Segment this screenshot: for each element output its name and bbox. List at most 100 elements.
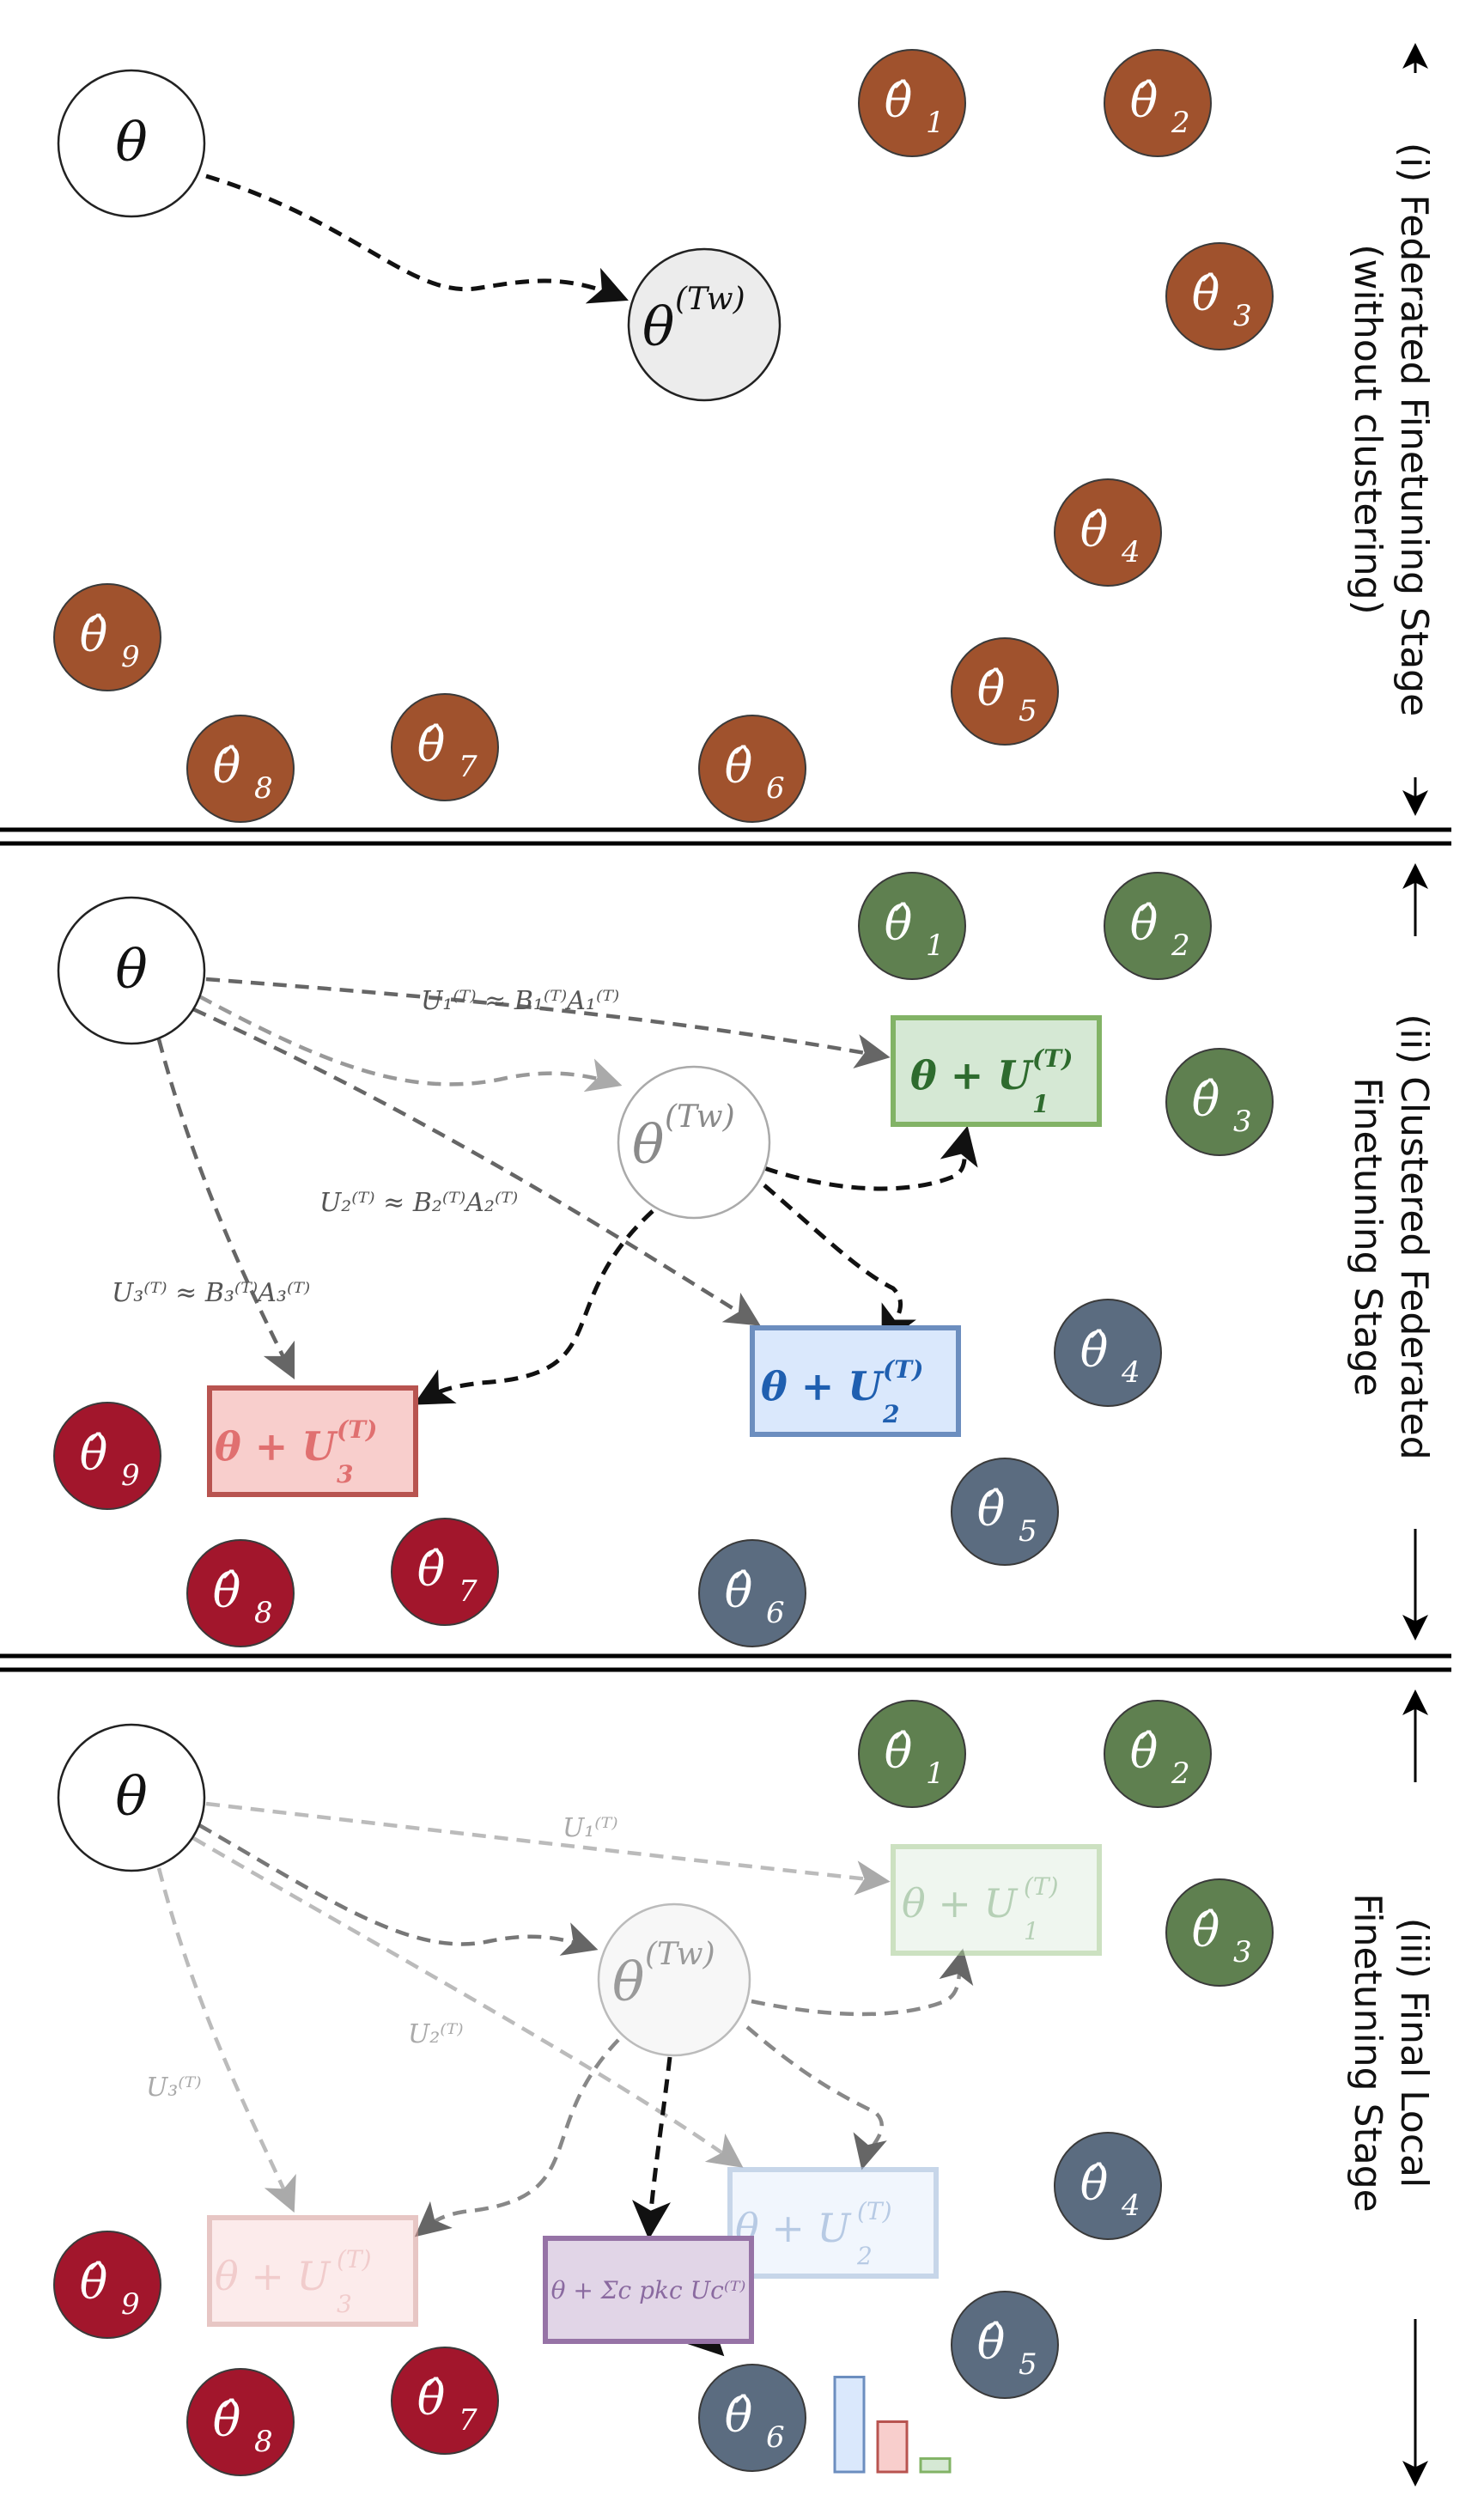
stage2-arrow-theta-to-tw <box>198 995 623 1093</box>
client-theta-hat: θ̂ <box>1130 74 1159 128</box>
stage1-label-line1: (i) Federated Finetuning Stage <box>1392 143 1436 716</box>
stage2-annotation-u3: U₃⁽ᵀ⁾ ≈ B₃⁽ᵀ⁾A₃⁽ᵀ⁾ <box>112 1278 310 1308</box>
client-circle <box>858 1700 966 1808</box>
stage1-theta-tw-node: θ (Tw) <box>627 247 782 402</box>
weight-bar-red <box>876 2420 909 2474</box>
stage2-arrow-theta-to-box3 <box>156 1038 295 1380</box>
client-index: 5 <box>1019 1514 1037 1549</box>
client-circle <box>1165 1878 1274 1987</box>
client-node-8: θ̂8 <box>186 1539 295 1647</box>
stage2-box2-sup: (T) <box>883 1355 923 1384</box>
client-index: 6 <box>766 1596 785 1630</box>
client-theta-hat: θ̂ <box>977 1482 1006 1537</box>
stage2-arrow-tw-to-box1 <box>763 1125 978 1191</box>
stage1-theta-node: θ <box>57 69 206 218</box>
stage3-label: (iii) Final Local Finetuning Stage <box>1346 1689 1436 2487</box>
client-node-9: θ̂9 <box>53 1402 161 1510</box>
client-node-7: θ̂7 <box>391 693 499 801</box>
stage2-label: (ii) Clustered Federated Finetuning Stag… <box>1346 863 1436 1641</box>
stage3-box-2: θ + U 2 (T) <box>727 2167 939 2279</box>
stage3-box1-prefix: θ + U <box>902 1880 1019 1927</box>
client-theta-hat: θ̂ <box>417 2371 446 2426</box>
client-node-8: θ̂8 <box>186 2368 295 2476</box>
client-theta-hat: θ̂ <box>80 2255 108 2310</box>
client-theta-hat: θ̂ <box>977 2316 1006 2370</box>
client-node-3: θ̂3 <box>1165 1048 1274 1156</box>
client-index: 7 <box>459 750 477 784</box>
client-index: 3 <box>1233 299 1252 333</box>
stage3-arrow-theta-to-box2 <box>192 1836 744 2168</box>
client-theta-hat: θ̂ <box>1192 1903 1220 1957</box>
client-index: 7 <box>459 1574 477 1609</box>
client-circle <box>391 693 499 801</box>
stage2-arrow-theta-to-box1 <box>205 977 891 1069</box>
client-circle <box>951 1458 1059 1566</box>
weight-bar-green <box>919 2456 952 2474</box>
client-index: 9 <box>121 640 140 674</box>
client-circle <box>698 715 806 823</box>
stage2-arrow-theta-to-box2 <box>192 1007 761 1326</box>
client-index: 9 <box>121 1458 140 1493</box>
client-circle <box>858 49 966 157</box>
client-theta-hat: θ̂ <box>1130 897 1159 951</box>
client-index: 5 <box>1019 694 1037 728</box>
stage2-arrow-tw-to-box2 <box>763 1184 916 1346</box>
stage3-box1-sup: (T) <box>1024 1872 1059 1901</box>
client-theta-hat: θ̂ <box>885 1725 913 1779</box>
client-circle <box>186 1539 295 1647</box>
stage2-label-line2: Finetuning Stage <box>1346 1077 1390 1397</box>
client-theta-hat: θ̂ <box>725 1564 753 1618</box>
stage3-theta-tw-sup: (Tw) <box>645 1937 715 1972</box>
client-index: 3 <box>1233 1105 1252 1139</box>
client-circle <box>1165 242 1274 350</box>
stage3-box3-sub: 3 <box>337 2290 352 2318</box>
client-node-3: θ̂3 <box>1165 1878 1274 1987</box>
client-index: 8 <box>254 1596 273 1630</box>
client-index: 8 <box>254 771 273 806</box>
stage2-box-3: θ + U 3 (T) <box>207 1385 418 1497</box>
stage3-theta-tw-node: θ (Tw) <box>597 1902 751 2057</box>
stage-2: θ θ (Tw) U₁⁽ᵀ⁾ ≈ B₁⁽ᵀ⁾A₁⁽ᵀ⁾ U₂⁽ᵀ⁾ ≈ B₂⁽ᵀ… <box>53 863 1436 1647</box>
stage2-theta-tw-sup: (Tw) <box>665 1099 735 1135</box>
client-node-8: θ̂8 <box>186 715 295 823</box>
stage3-box3-prefix: θ + U <box>215 2253 331 2299</box>
client-node-4: θ̂4 <box>1054 1299 1162 1407</box>
client-theta-hat: θ̂ <box>977 662 1006 716</box>
stage3-arrow-theta-to-tw <box>198 1823 599 1956</box>
client-node-9: θ̂9 <box>53 2231 161 2339</box>
stage3-arrow-theta-to-box1 <box>205 1801 891 1896</box>
client-index: 6 <box>766 2420 785 2455</box>
stage2-arrow-tw-to-box3 <box>413 1209 654 1405</box>
stage3-mixture-box: θ + Σc pkc Uc⁽ᵀ⁾ <box>543 2236 754 2344</box>
client-index: 2 <box>1171 1756 1190 1791</box>
client-node-2: θ̂ 2 <box>1104 872 1212 980</box>
client-node-9: θ̂ 9 <box>53 583 161 691</box>
client-circle <box>1104 872 1212 980</box>
client-circle <box>1165 1048 1274 1156</box>
stage2-box1-prefix: θ + U <box>910 1052 1034 1099</box>
stage2-box-2: θ + U 2 (T) <box>750 1325 961 1437</box>
stage2-box-1: θ + U 1 (T) <box>891 1015 1102 1127</box>
stage3-box-3: θ + U 3 (T) <box>207 2215 418 2327</box>
client-index: 4 <box>1121 535 1140 569</box>
client-circle <box>53 2231 161 2339</box>
stage3-theta-tw-base: θ <box>612 1951 644 2013</box>
client-index: 4 <box>1121 1355 1140 1390</box>
client-circle <box>186 2368 295 2476</box>
client-theta-hat: θ̂ <box>213 2393 241 2447</box>
client-node-2: θ̂2 <box>1104 1700 1212 1808</box>
client-node-3: θ̂3 <box>1165 242 1274 350</box>
stage3-mixture-label: θ + Σc pkc Uc⁽ᵀ⁾ <box>551 2276 746 2304</box>
stage2-box3-sup: (T) <box>337 1415 377 1444</box>
client-theta-hat: θ̂ <box>80 608 108 662</box>
client-theta-hat: θ̂ <box>1080 2157 1109 2211</box>
stage3-label-line1: (iii) Final Local <box>1392 1918 1436 2188</box>
client-index: 1 <box>926 928 945 963</box>
client-index: 2 <box>1171 928 1190 963</box>
client-theta-hat: θ̂ <box>885 897 913 951</box>
stage3-box-1: θ + U 1 (T) <box>891 1844 1102 1956</box>
stage3-annotation-u1: U₁⁽ᵀ⁾ <box>563 1813 618 1843</box>
stage3-arrow-tw-to-mixture <box>632 2056 672 2240</box>
client-node-4: θ̂4 <box>1054 478 1162 587</box>
